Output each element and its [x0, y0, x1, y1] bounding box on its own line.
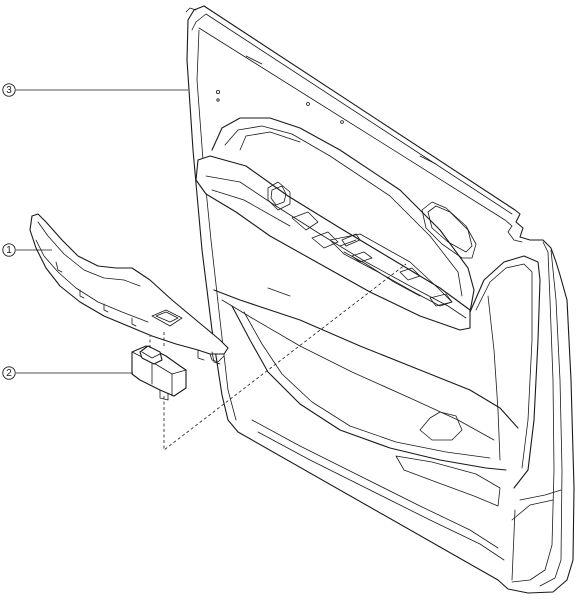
callout-2: 2 [2, 366, 133, 380]
callout-1-label: 1 [6, 245, 12, 256]
callout-3: 3 [2, 83, 188, 97]
power-window-switch [131, 345, 187, 401]
assembly-guide-lines [149, 263, 407, 451]
switch-bezel-panel [29, 213, 229, 365]
callout-2-label: 2 [6, 368, 12, 379]
callout-1: 1 [2, 243, 52, 257]
callout-3-label: 3 [6, 85, 12, 96]
door-trim-panel [185, 5, 575, 594]
